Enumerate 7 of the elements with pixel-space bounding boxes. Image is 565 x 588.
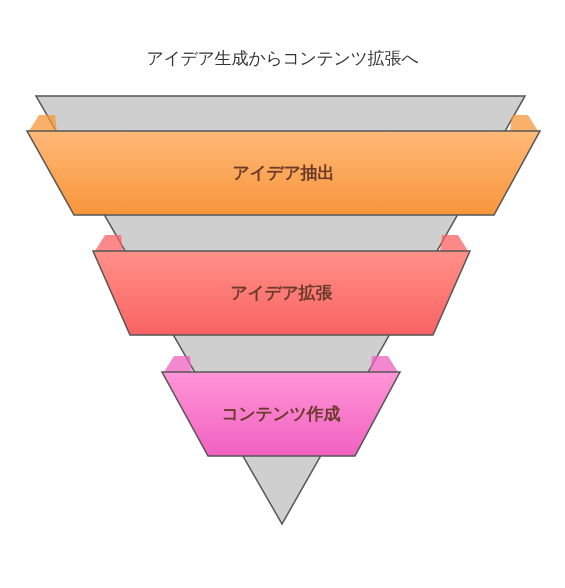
funnel-band bbox=[160, 370, 402, 458]
funnel-band bbox=[91, 249, 472, 337]
funnel-band bbox=[25, 129, 542, 217]
diagram-title: アイデア生成からコンテンツ拡張へ bbox=[146, 48, 420, 70]
band-label: アイデア拡張 bbox=[230, 282, 334, 304]
band-label: コンテンツ作成 bbox=[220, 404, 342, 426]
band-label: アイデア抽出 bbox=[232, 162, 336, 184]
